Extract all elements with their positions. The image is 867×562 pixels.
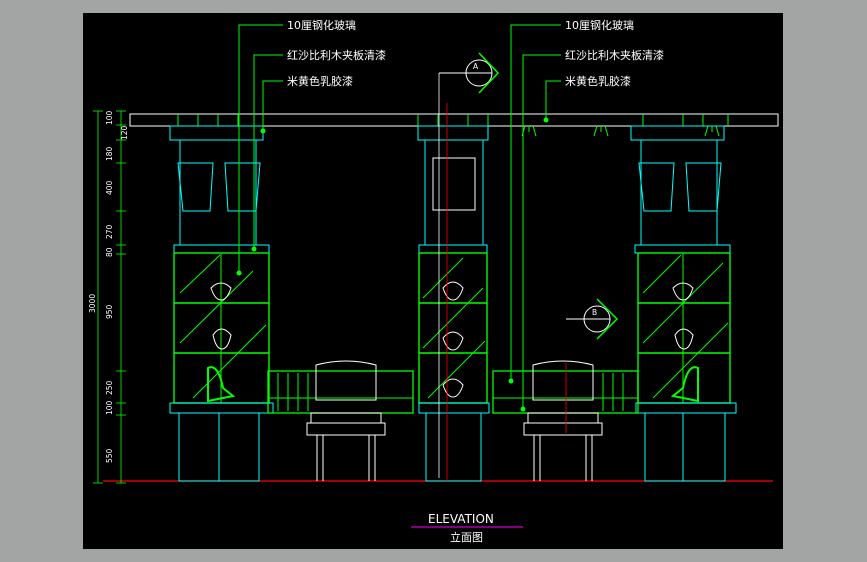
callout-right-glass: 10厘钢化玻璃 (565, 18, 634, 32)
dim-250: 250 (105, 380, 114, 395)
drawing-canvas: A B 10厘钢化玻璃 红沙比利木夹板清漆 米黄色乳胶漆 10厘钢化玻璃 红沙比… (83, 13, 783, 549)
dim-950: 950 (105, 304, 114, 319)
right-column (630, 125, 737, 482)
center-column (417, 125, 490, 482)
left-callout-leaders (238, 24, 283, 275)
right-chair (523, 360, 603, 481)
dim-100-bottom: 100 (105, 400, 114, 415)
dim-550: 550 (105, 448, 114, 463)
drawing-subtitle: 立面图 (450, 530, 483, 544)
dimension-chain (93, 110, 126, 484)
section-marker-a: A (438, 52, 500, 478)
right-callout-leaders (510, 24, 561, 409)
ceiling-beam (129, 113, 779, 127)
section-marker-b: B (566, 298, 619, 340)
left-chair (306, 360, 386, 481)
right-desk (492, 370, 639, 414)
dim-180: 180 (105, 146, 114, 161)
section-marker-b-label: B (592, 308, 597, 317)
dim-3000: 3000 (88, 294, 97, 313)
callout-right-wood: 红沙比利木夹板清漆 (565, 48, 664, 62)
drawing-title: ELEVATION (428, 512, 494, 526)
dim-400: 400 (105, 180, 114, 195)
left-column (169, 125, 274, 482)
dim-100-top: 100 (105, 110, 114, 125)
left-desk (267, 370, 414, 414)
section-marker-a-label: A (473, 62, 479, 71)
callout-left-wood: 红沙比利木夹板清漆 (287, 48, 386, 62)
callout-left-glass: 10厘钢化玻璃 (287, 18, 356, 32)
callout-left-paint: 米黄色乳胶漆 (287, 74, 353, 88)
dimension-texts: 100 120 180 400 270 80 950 250 100 550 3… (88, 110, 129, 463)
elevation-drawing: A B 10厘钢化玻璃 红沙比利木夹板清漆 米黄色乳胶漆 10厘钢化玻璃 红沙比… (88, 18, 779, 544)
dim-80: 80 (105, 247, 114, 257)
callout-right-paint: 米黄色乳胶漆 (565, 74, 631, 88)
dim-120: 120 (120, 125, 129, 140)
dim-270: 270 (105, 224, 114, 239)
ceiling-lamps (521, 125, 720, 137)
